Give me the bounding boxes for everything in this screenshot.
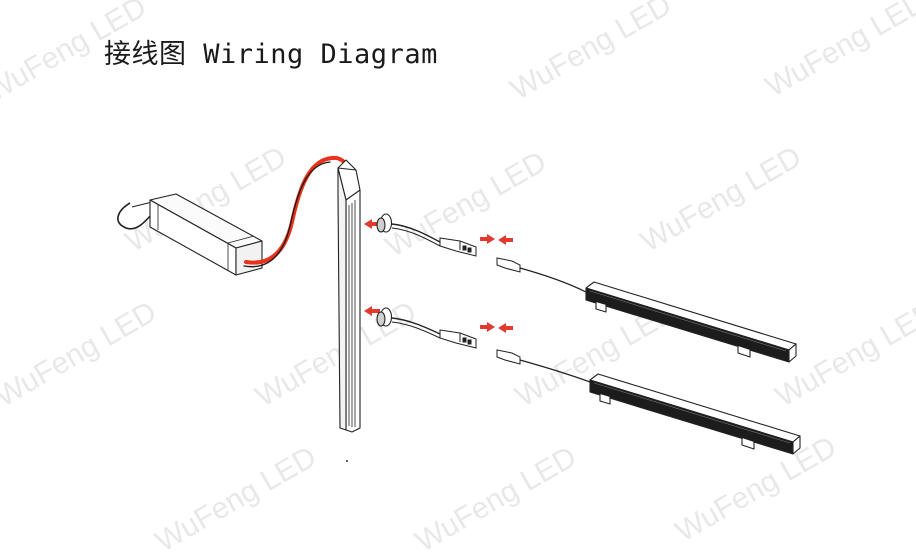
output-cable [243,155,349,268]
round-switch-bottom [376,307,441,339]
aluminum-channel [337,159,361,433]
page-title: 接线图 Wiring Diagram [104,39,438,70]
dot-mark [346,460,348,462]
led-bar-bottom [589,373,801,455]
arrow-icon [364,219,380,316]
male-connector-bottom [496,349,591,383]
arrow-icon [480,234,513,333]
connector-bottom [439,329,477,349]
connector-top [439,237,477,257]
power-supply [117,193,263,276]
led-bar-top [585,281,797,363]
wiring-diagram [117,155,801,462]
round-switch-top [376,213,441,247]
male-connector-top [496,257,587,293]
